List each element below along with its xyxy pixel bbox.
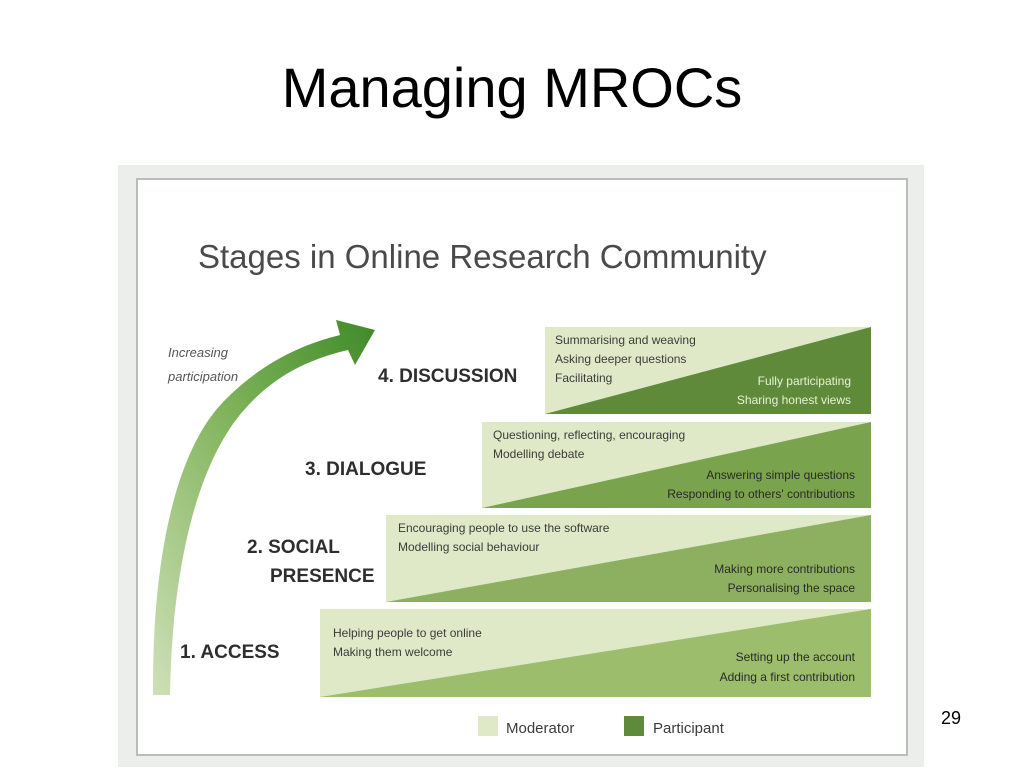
stage-label: 1. ACCESS bbox=[180, 642, 280, 663]
moderator-text: Encouraging people to use the software bbox=[398, 521, 610, 535]
participant-text: Fully participating bbox=[758, 374, 851, 388]
participant-text: Setting up the account bbox=[736, 650, 856, 664]
legend-swatch-participant bbox=[624, 716, 644, 736]
participant-band bbox=[320, 609, 871, 697]
participant-band bbox=[545, 327, 871, 414]
figure-heading: Stages in Online Research Community bbox=[198, 238, 767, 275]
stage-label: 3. DIALOGUE bbox=[305, 459, 426, 480]
stage-label: PRESENCE bbox=[270, 566, 375, 587]
moderator-text: Summarising and weaving bbox=[555, 333, 696, 347]
stage-access: 1. ACCESS Helping people to get online M… bbox=[180, 609, 871, 697]
participant-band bbox=[482, 422, 871, 508]
slide-title: Managing MROCs bbox=[281, 56, 743, 119]
legend-label-moderator: Moderator bbox=[506, 720, 574, 737]
stage-dialogue: 3. DIALOGUE Questioning, reflecting, enc… bbox=[305, 422, 871, 508]
moderator-text: Modelling social behaviour bbox=[398, 540, 539, 554]
participant-text: Making more contributions bbox=[714, 562, 855, 576]
legend: Moderator Participant bbox=[478, 716, 725, 737]
participant-text: Answering simple questions bbox=[706, 468, 855, 482]
stage-label: 2. SOCIAL bbox=[247, 537, 340, 558]
participant-text: Personalising the space bbox=[728, 581, 856, 595]
arrow-label-line-2: participation bbox=[167, 369, 238, 384]
moderator-text: Modelling debate bbox=[493, 447, 585, 461]
arrow-label-line-1: Increasing bbox=[168, 345, 229, 360]
page-number: 29 bbox=[941, 708, 962, 728]
stage-label: 4. DISCUSSION bbox=[378, 366, 517, 387]
moderator-text: Asking deeper questions bbox=[555, 352, 686, 366]
participant-text: Adding a first contribution bbox=[720, 670, 855, 684]
participation-arrow-icon bbox=[152, 320, 375, 695]
participant-text: Sharing honest views bbox=[737, 393, 851, 407]
moderator-text: Facilitating bbox=[555, 371, 612, 385]
moderator-text: Questioning, reflecting, encouraging bbox=[493, 428, 685, 442]
legend-swatch-moderator bbox=[478, 716, 498, 736]
moderator-text: Making them welcome bbox=[333, 645, 453, 659]
legend-label-participant: Participant bbox=[653, 720, 725, 737]
participant-text: Responding to others' contributions bbox=[667, 487, 855, 501]
moderator-text: Helping people to get online bbox=[333, 626, 482, 640]
stage-discussion: 4. DISCUSSION Summarising and weaving As… bbox=[378, 327, 871, 414]
participant-band bbox=[386, 515, 871, 602]
stage-social-presence: 2. SOCIAL PRESENCE Encouraging people to… bbox=[247, 515, 871, 602]
